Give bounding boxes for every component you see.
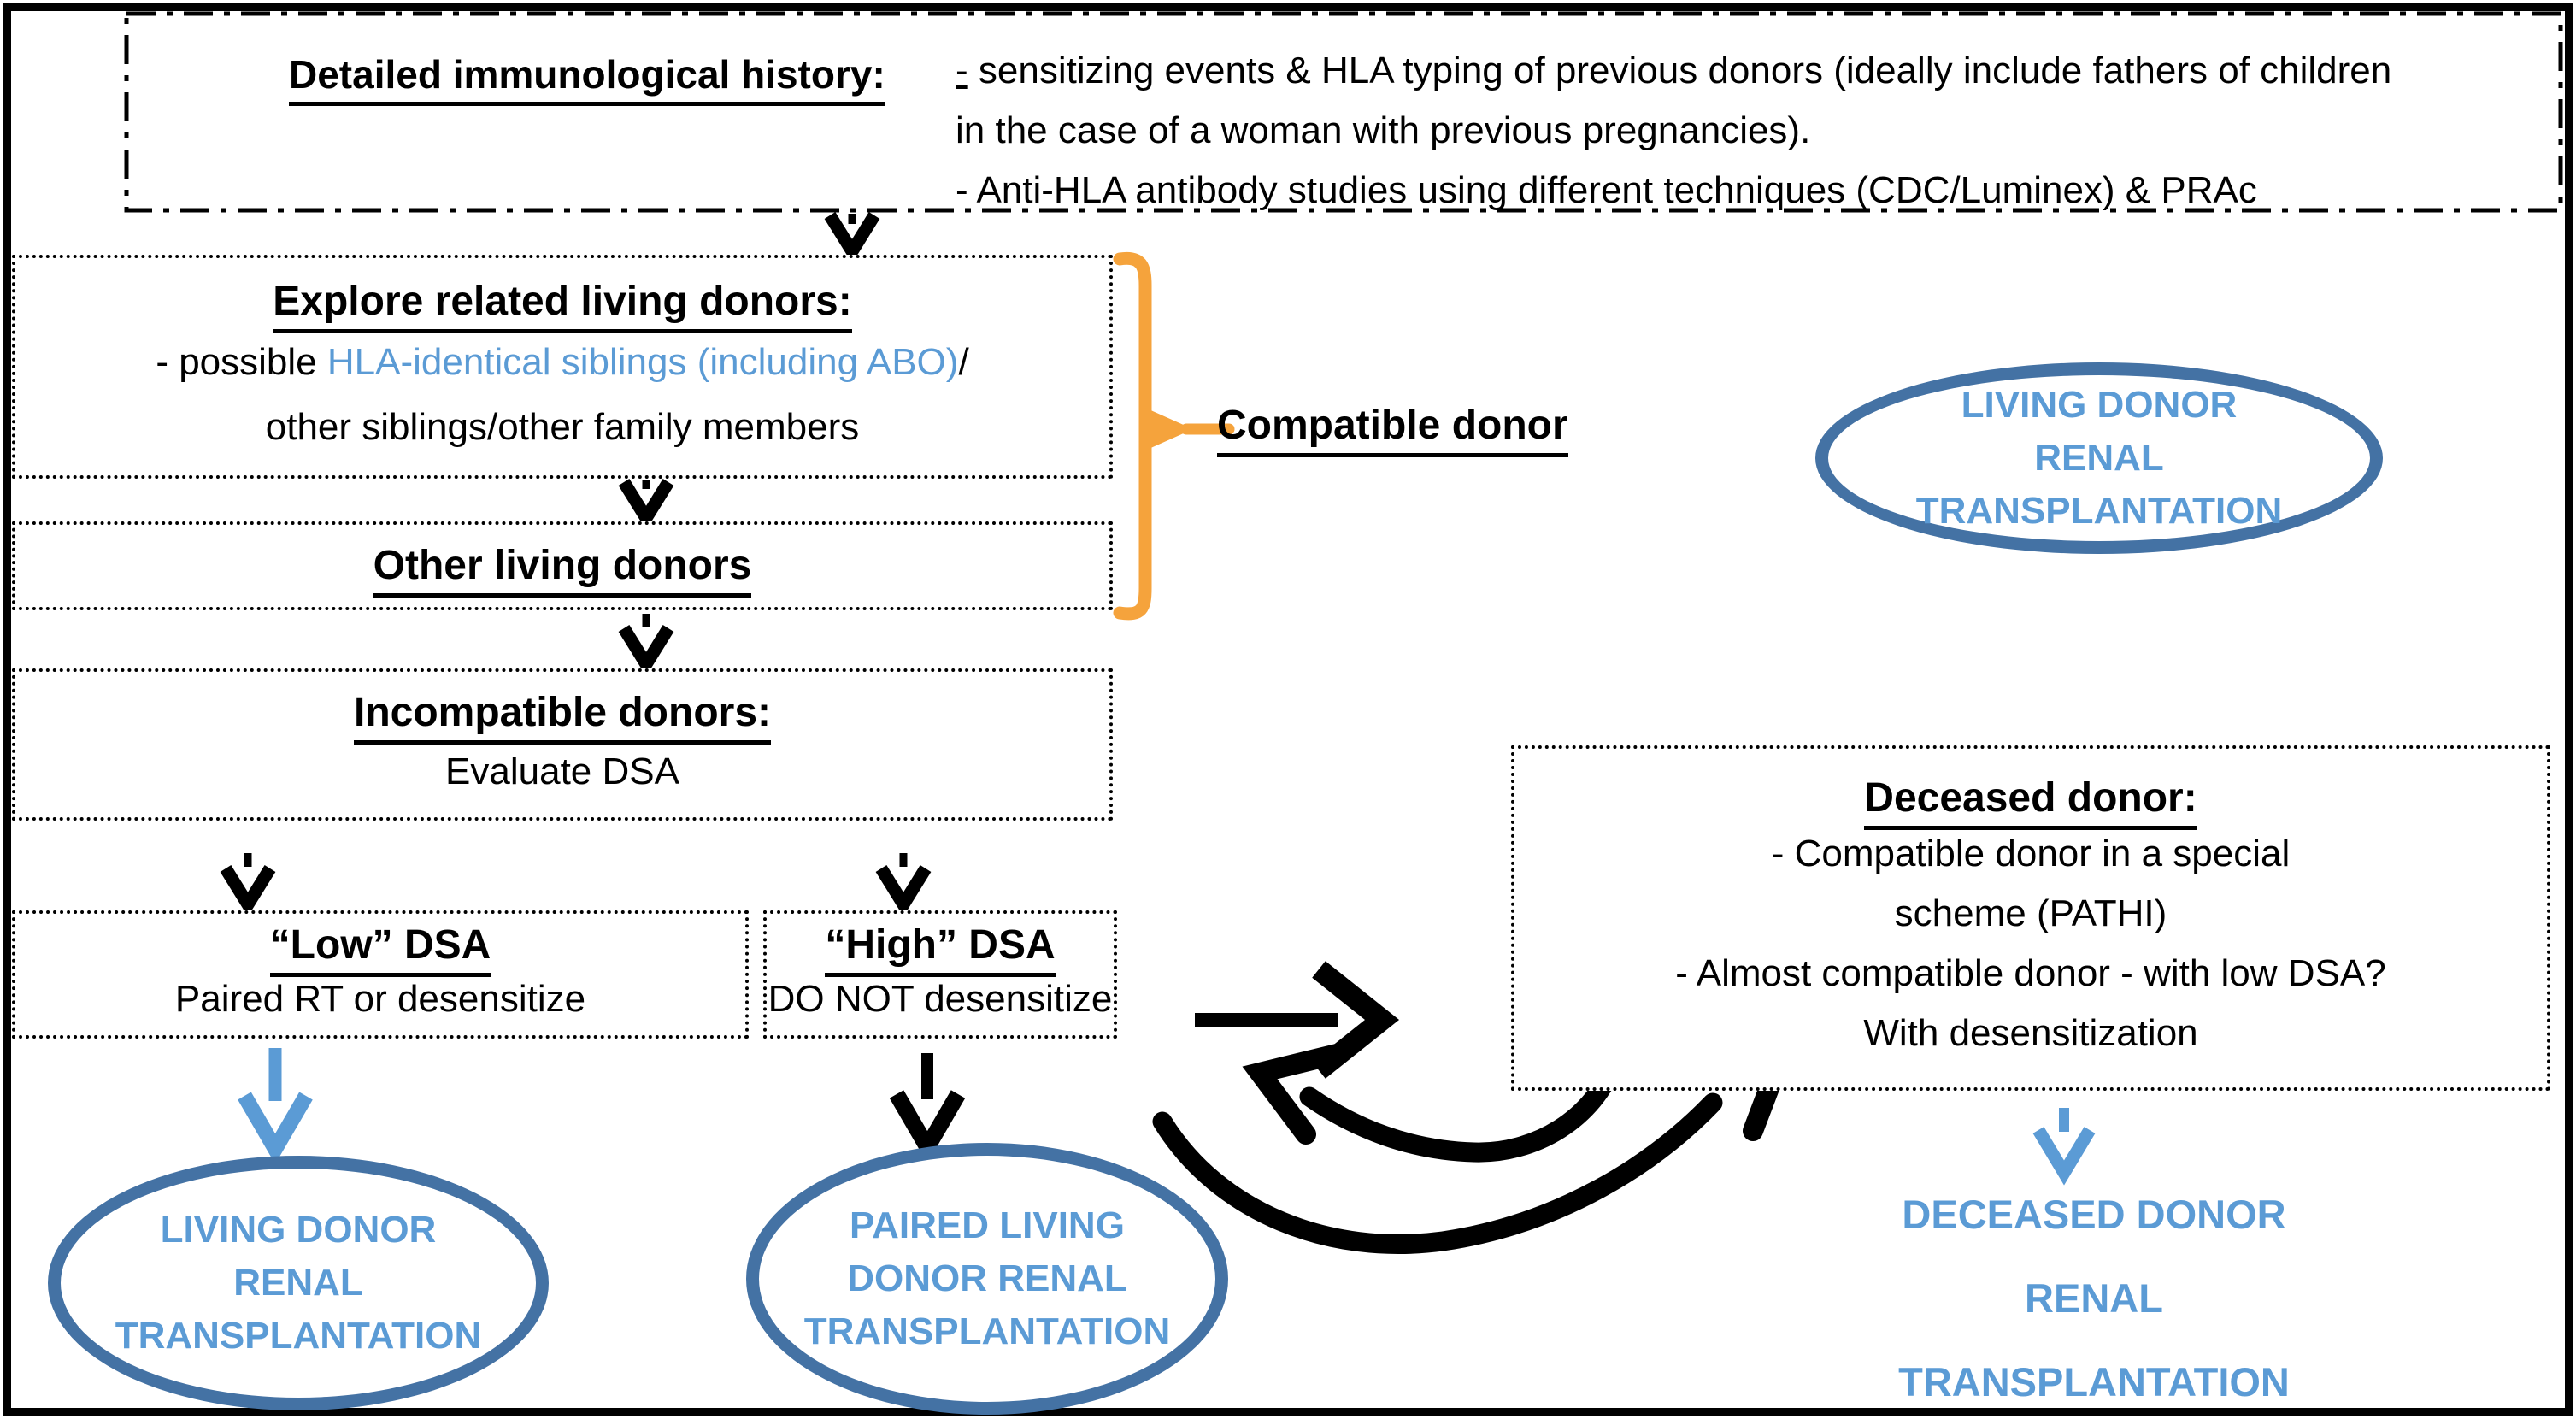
deceased-box-line1: - Compatible donor in a special	[1771, 832, 2291, 874]
incompatible-donors-box: Incompatible donors: Evaluate DSA	[12, 668, 1113, 821]
incompatible-box-title: Incompatible donors:	[353, 689, 771, 745]
down-arrow-low-to-living	[238, 1048, 313, 1164]
down-arrow-history-to-explore	[824, 212, 880, 264]
low-dsa-line: Paired RT or desensitize	[174, 977, 586, 1020]
down-arrow-high-to-paired	[889, 1053, 966, 1163]
deceased-donor-box: Deceased donor: - Compatible donor in a …	[1511, 745, 2550, 1091]
deceased-donor-outcome: DECEASED DONOR RENAL TRANSPLANTATION	[1812, 1173, 2376, 1419]
ellipse-line: LIVING DONOR	[1961, 384, 2238, 426]
incompatible-box-line: Evaluate DSA	[445, 750, 679, 792]
deceased-box-line3: - Almost compatible donor - with low DSA…	[1675, 951, 2386, 994]
outcome-line: RENAL	[2025, 1275, 2163, 1321]
low-dsa-title: “Low” DSA	[269, 921, 491, 978]
ellipse-line: RENAL	[2034, 437, 2164, 479]
high-dsa-box: “High” DSA DO NOT desensitize	[763, 910, 1117, 1039]
compatible-donor-label: Compatible donor	[1217, 402, 1568, 457]
down-arrow-to-high-dsa	[875, 853, 932, 917]
history-bullet-1: - sensitizing events & HLA typing of pre…	[956, 50, 2392, 91]
ellipse-line: DONOR RENAL	[847, 1257, 1127, 1299]
down-arrow-to-low-dsa	[220, 853, 276, 917]
explore-box-line1: - possible HLA-identical siblings (inclu…	[156, 340, 969, 383]
down-arrow-other-to-incompatible	[618, 614, 674, 677]
history-box: Detailed immunological history: - sensit…	[137, 17, 2555, 211]
down-arrow-explore-to-other	[618, 479, 674, 531]
ellipse-line: LIVING DONOR	[160, 1209, 437, 1251]
down-arrow-deceased-outcome	[2032, 1108, 2096, 1186]
low-dsa-box: “Low” DSA Paired RT or desensitize	[12, 910, 749, 1039]
outcome-line: DECEASED DONOR	[1902, 1192, 2286, 1237]
ellipse-line: TRANSPLANTATION	[115, 1315, 482, 1357]
other-box-title: Other living donors	[373, 542, 752, 598]
high-dsa-title: “High” DSA	[825, 921, 1056, 978]
history-box-border	[124, 11, 2563, 213]
ellipse-line: PAIRED LIVING	[850, 1204, 1125, 1246]
history-box-title: Detailed immunological history:	[289, 51, 885, 106]
ellipse-line: RENAL	[233, 1262, 363, 1304]
paired-living-donor-ellipse: PAIRED LIVING DONOR RENAL TRANSPLANTATIO…	[746, 1143, 1228, 1415]
compatible-donor-brace	[1113, 251, 1235, 621]
history-bullet-2: - Anti-HLA antibody studies using differ…	[956, 169, 2257, 211]
history-bullet-1-cont: in the case of a woman with previous pre…	[956, 109, 1811, 151]
outcome-line: TRANSPLANTATION	[1898, 1359, 2290, 1404]
curved-arrow-to-paired	[1242, 1044, 1626, 1163]
explore-donors-box: Explore related living donors: - possibl…	[12, 255, 1113, 479]
deceased-box-title: Deceased donor:	[1864, 774, 2197, 831]
deceased-box-line4: With desensitization	[1863, 1011, 2198, 1054]
explore-box-line2: other siblings/other family members	[265, 405, 860, 448]
other-living-donors-box: Other living donors	[12, 521, 1113, 610]
explore-box-title: Explore related living donors:	[273, 278, 852, 334]
history-box-text: - sensitizing events & HLA typing of pre…	[956, 41, 2391, 221]
high-dsa-line: DO NOT desensitize	[768, 977, 1113, 1020]
right-arrow-exchange	[1195, 961, 1400, 1079]
ellipse-line: TRANSPLANTATION	[1915, 490, 2283, 532]
living-donor-ellipse-top: LIVING DONOR RENAL TRANSPLANTATION	[1815, 362, 2383, 554]
living-donor-ellipse-bottom: LIVING DONOR RENAL TRANSPLANTATION	[48, 1156, 549, 1410]
ellipse-line: TRANSPLANTATION	[803, 1310, 1171, 1352]
deceased-box-line2: scheme (PATHI)	[1894, 892, 2167, 934]
